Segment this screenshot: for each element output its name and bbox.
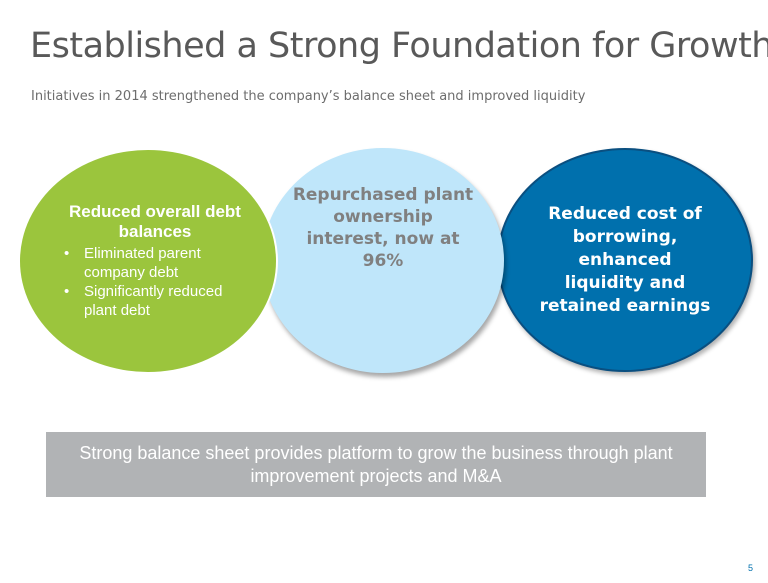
circle-plant-ownership: Repurchased plant ownership interest, no… bbox=[262, 148, 504, 373]
bullet-list: Eliminated parent company debt Significa… bbox=[64, 244, 246, 320]
circle-debt-balances: Reduced overall debt balances Eliminated… bbox=[20, 150, 276, 372]
circle-text: Repurchased plant ownership interest, no… bbox=[292, 185, 474, 271]
slide-title: Established a Strong Foundation for Grow… bbox=[30, 26, 768, 66]
bullet-item: Eliminated parent company debt bbox=[64, 244, 246, 282]
banner-text: Strong balance sheet provides platform t… bbox=[79, 442, 673, 486]
slide-subtitle: Initiatives in 2014 strengthened the com… bbox=[31, 89, 586, 104]
summary-banner: Strong balance sheet provides platform t… bbox=[46, 432, 706, 497]
circle-cost-of-borrowing: Reduced cost of borrowing, enhanced liqu… bbox=[497, 148, 753, 372]
circle-text: Reduced cost of borrowing, enhanced liqu… bbox=[539, 203, 711, 316]
page-number: 5 bbox=[748, 563, 754, 573]
bullet-item: Significantly reduced plant debt bbox=[64, 282, 246, 320]
circle-heading: Reduced overall debt balances bbox=[69, 202, 241, 241]
